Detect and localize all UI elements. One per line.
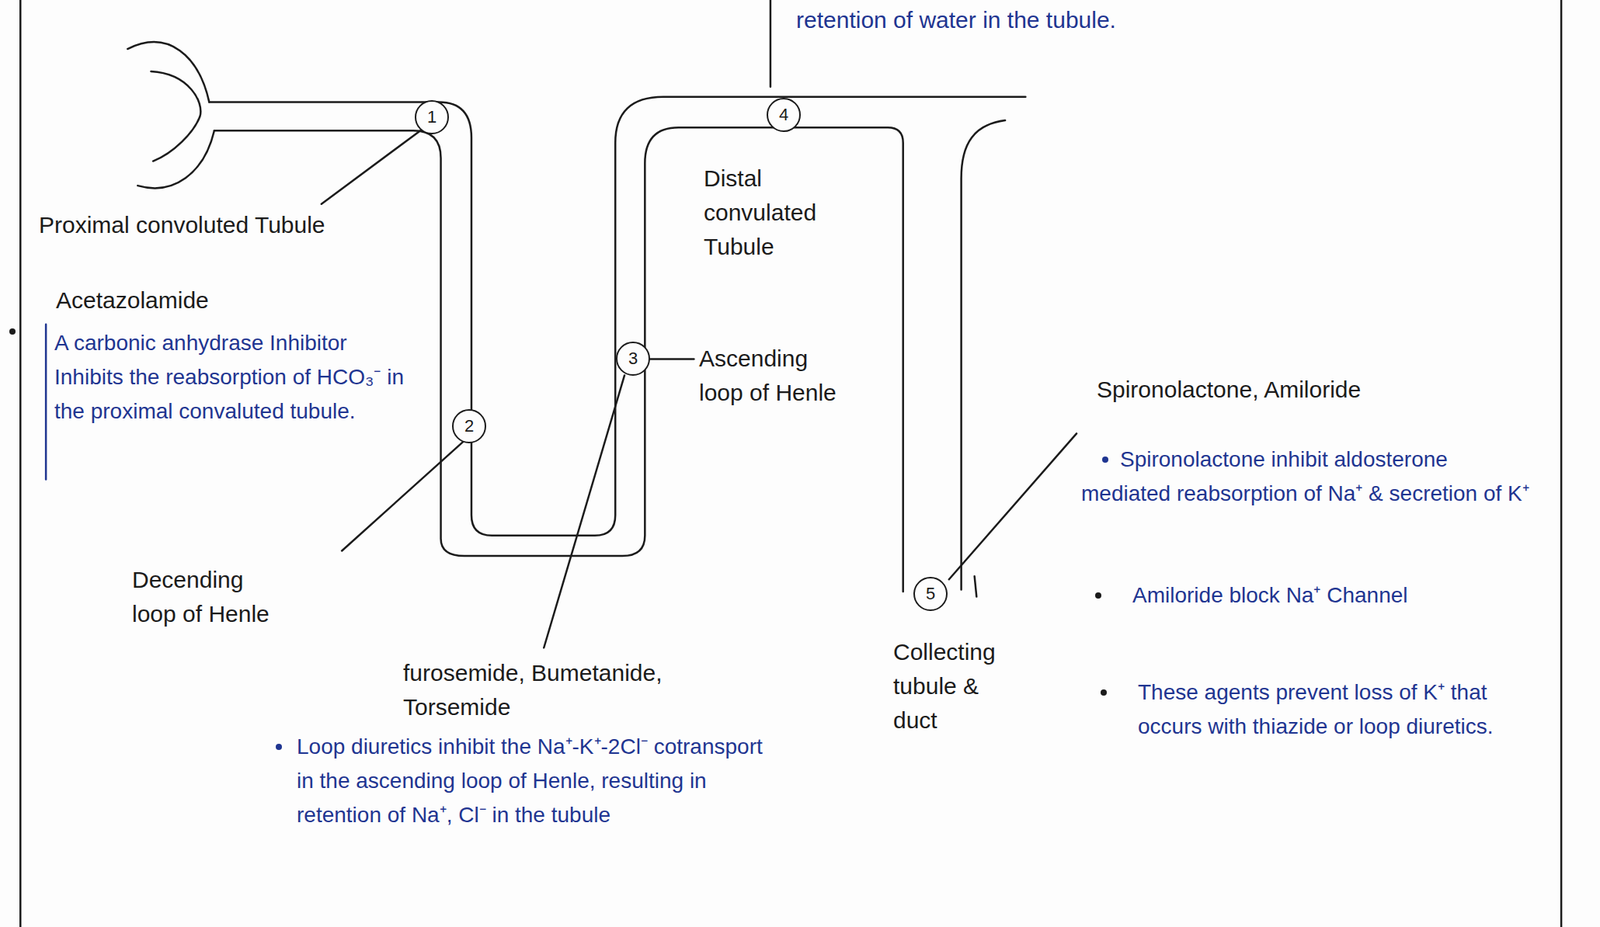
leader-line [543,375,625,648]
callout-circle: 4 [766,97,801,133]
note-text: A carbonic anhydrase Inhibitor Inhibits … [54,326,420,429]
part-label: Collecting tubule & duct [893,635,1026,738]
callout-circle: 3 [615,341,651,376]
box-line [769,0,773,87]
leader-line [341,441,465,552]
note-text: Amiloride block Na⁺ Channel [1132,578,1537,613]
note-text: retention of water in the tubule. [796,3,1465,38]
note-text: Loop diuretics inhibit the Na⁺-K⁺-2Cl⁻ c… [296,730,763,833]
part-label: Distal convulated Tubule [703,161,852,265]
duct-wall [974,576,978,597]
drug-label: Acetazolamide [55,287,209,314]
note-text: Amiloride block Na⁺ Channel [1132,583,1409,608]
callout-number: 2 [464,417,474,435]
note-text: These agents prevent loss of K⁺ that occ… [1137,675,1542,745]
drug-label: Acetazolamide [55,283,336,318]
part-label: Ascending loop of Henle [699,345,837,406]
margin-line [1560,0,1563,927]
callout-number: 3 [628,350,638,368]
bullet-dot [1102,456,1109,463]
callout-number: 1 [427,108,437,126]
part-label: Proximal convoluted Tubule [38,212,326,238]
capsule-wall [150,71,201,162]
part-label: Collecting tubule & duct [893,639,996,734]
callout-number: 5 [925,585,936,603]
note-text: A carbonic anhydrase Inhibitor Inhibits … [54,330,404,424]
callout-circle: 1 [414,100,449,135]
bullet-dot [1095,592,1102,599]
part-label: Decending loop of Henle [132,566,270,627]
tubule-wall [214,127,904,592]
drug-label: Spironolactone, Amiloride [1096,376,1361,403]
part-label: Decending loop of Henle [132,563,272,632]
margin-line [19,0,22,927]
callout-number: 4 [779,106,789,124]
leader-line [949,433,1077,580]
callout-circle: 2 [452,409,487,444]
bullet-dot [275,744,282,751]
bullet-dot [9,328,16,335]
part-label: Distal convulated Tubule [703,165,817,260]
bullet-dot [1100,689,1107,696]
part-label: Proximal convoluted Tubule [38,208,366,243]
note-text: Spironolactone inhibit aldosterone media… [1081,447,1530,506]
note-text: Loop diuretics inhibit the Na⁺-K⁺-2Cl⁻ c… [296,734,763,828]
bracket-line [45,324,48,480]
drug-label: furosemide, Bumetanide, Torsemide [403,660,663,720]
note-text: These agents prevent loss of K⁺ that occ… [1137,680,1494,739]
note-text: retention of water in the tubule. [796,6,1117,33]
duct-wall [961,120,1006,590]
capsule-wall [127,41,209,102]
leader-line [321,130,421,205]
capsule-wall [137,130,215,188]
callout-circle: 5 [913,577,948,612]
note-text: Spironolactone inhibit aldosterone media… [1081,442,1540,512]
leader-line [647,358,694,361]
drug-label: Spironolactone, Amiloride [1096,372,1555,407]
drug-label: furosemide, Bumetanide, Torsemide [403,656,769,725]
part-label: Ascending loop of Henle [699,341,839,411]
